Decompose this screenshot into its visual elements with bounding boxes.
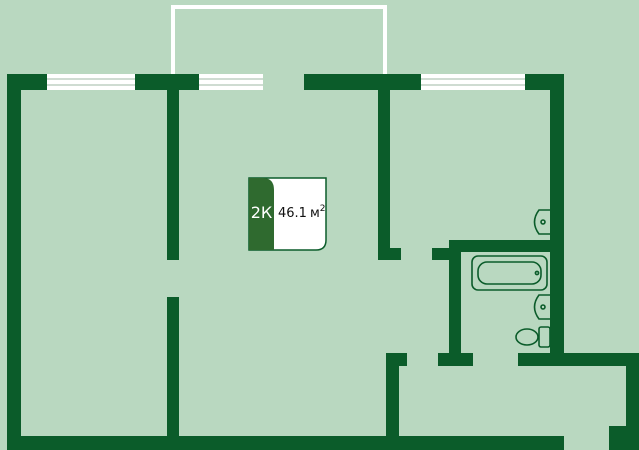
sink-icon [533,294,550,320]
area-unit: м [310,206,320,221]
area-unit-superscript: 2 [320,204,326,214]
bathtub-icon [471,255,548,291]
room-count-label: 2К [251,203,273,222]
window-top-middle [199,74,263,90]
window-top-right [421,74,525,90]
exterior-walls [7,74,639,450]
interior-walls [167,90,550,436]
toilet-icon [515,326,551,348]
area-value: 46.1 [278,206,307,221]
window-top-left [47,74,135,90]
sink-icon [533,209,550,235]
balcony-outline [171,5,387,74]
